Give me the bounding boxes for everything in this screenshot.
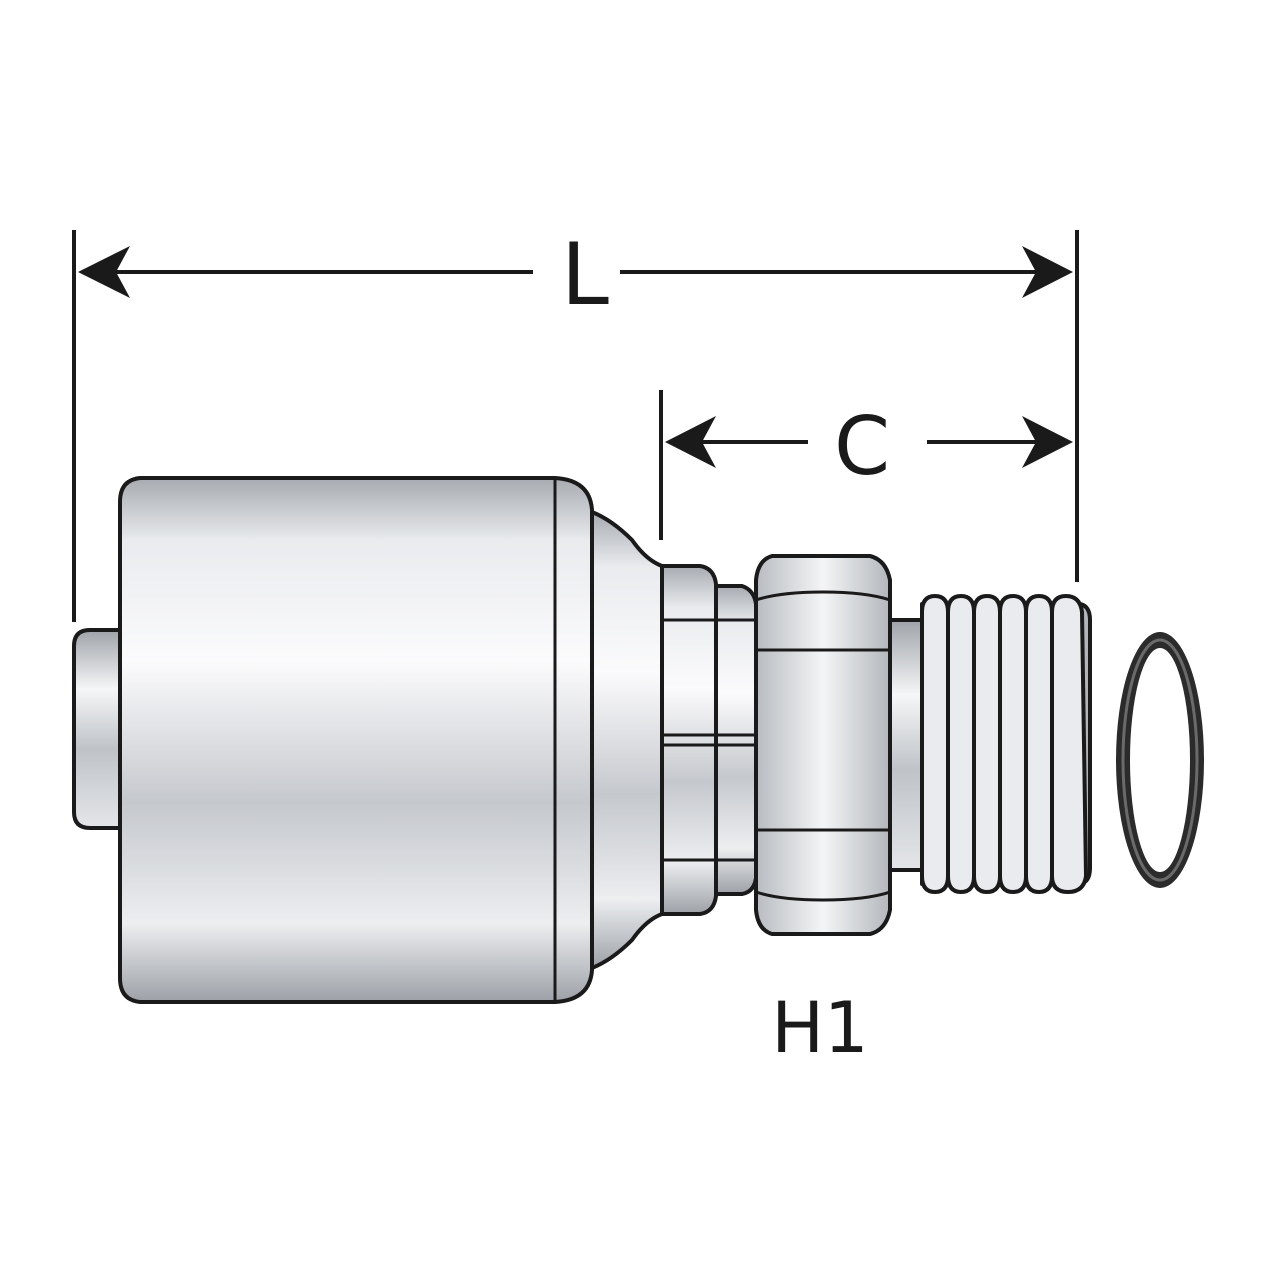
arrowhead-c-left: [665, 416, 716, 468]
label-l: L: [561, 225, 609, 325]
ferrule-shell: [118, 476, 594, 1004]
thread-undercut: [888, 618, 924, 872]
dimension-l: L: [72, 225, 1079, 622]
ferrule-taper: [590, 510, 664, 970]
hex-top-chamfer: [755, 590, 891, 602]
hex-nut: [754, 554, 892, 936]
o-ring: [1116, 632, 1204, 888]
stem-tail: [72, 628, 124, 830]
arrowhead-l-right: [1022, 246, 1073, 298]
fitting: [72, 476, 1092, 1004]
dimension-c: C: [659, 390, 1073, 540]
o-ring-highlight: [1121, 638, 1199, 882]
label-h1: H1: [771, 987, 868, 1069]
hex-bottom-chamfer: [755, 890, 891, 902]
neck-collar-outer: [660, 564, 718, 916]
label-c: C: [834, 400, 890, 493]
arrowhead-l-left: [78, 246, 130, 298]
thread-crests: [920, 593, 1089, 895]
arrowhead-c-right: [1022, 416, 1073, 468]
neck-collar-inner: [714, 584, 758, 896]
o-ring-inner: [1130, 648, 1190, 872]
